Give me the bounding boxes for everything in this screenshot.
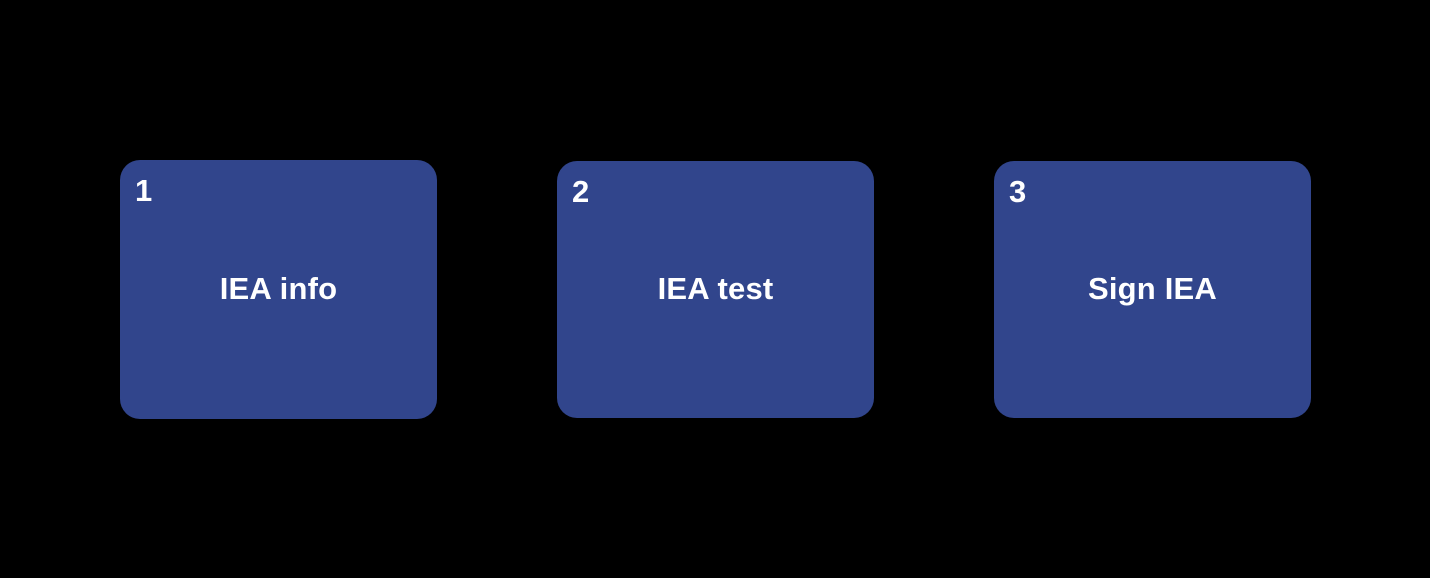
step-card-1[interactable]: 1 IEA info — [120, 160, 437, 419]
step-card-label: IEA info — [219, 270, 338, 306]
step-number-badge: 3 — [1009, 174, 1027, 209]
step-number-badge: 1 — [135, 173, 153, 208]
step-card-label: Sign IEA — [1087, 270, 1218, 306]
step-card-label: IEA test — [657, 270, 774, 306]
step-number-badge: 2 — [572, 174, 590, 209]
step-card-3[interactable]: 3 Sign IEA — [994, 161, 1311, 418]
step-card-2[interactable]: 2 IEA test — [557, 161, 874, 418]
